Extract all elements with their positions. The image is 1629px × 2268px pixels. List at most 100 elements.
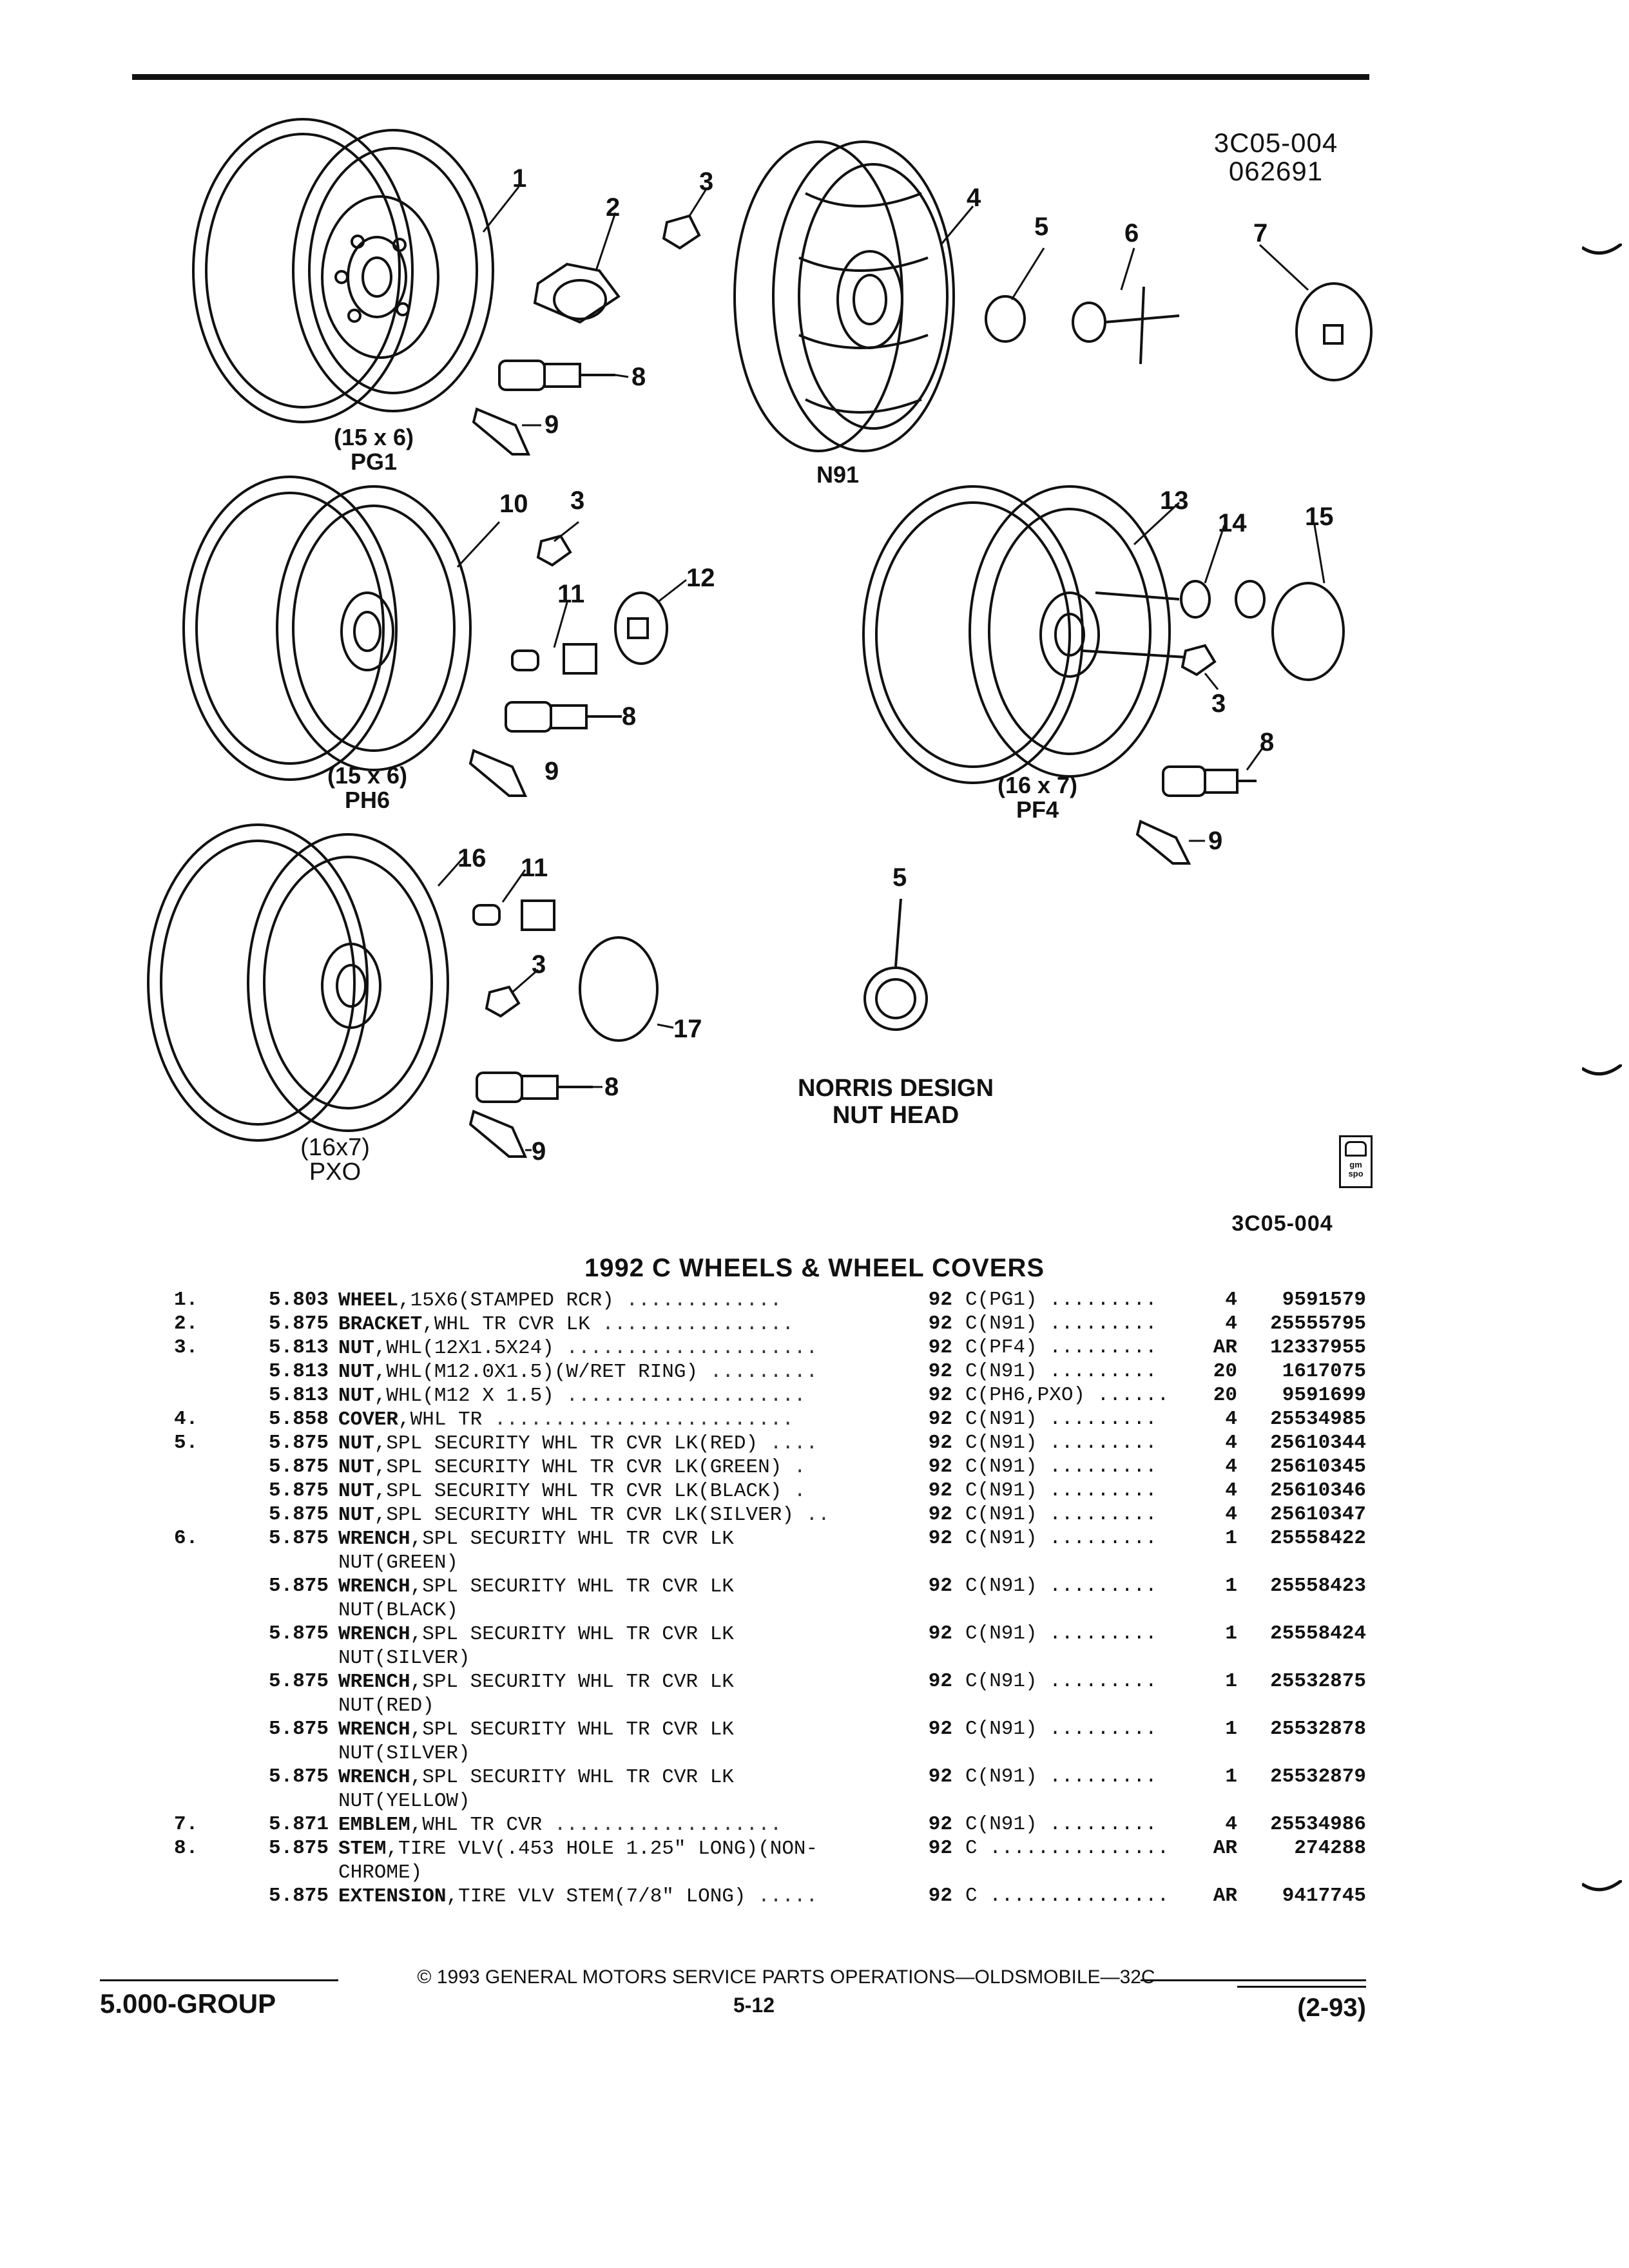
part-number: 25534985 <box>1270 1408 1366 1430</box>
part-number: 25532875 <box>1270 1670 1366 1693</box>
usage-code: C(N91) ......... <box>965 1360 1157 1383</box>
callout-8c: 8 <box>1260 728 1274 756</box>
callout-8: 8 <box>631 363 646 391</box>
model-year: 92 <box>928 1479 952 1502</box>
wheel-size: (16 x 7) <box>997 772 1078 798</box>
group-number: 5.875 <box>268 1670 329 1693</box>
callout-9d: 9 <box>532 1137 546 1166</box>
usage-code: C(N91) ......... <box>965 1527 1157 1550</box>
usage-code: C(N91) ......... <box>965 1503 1157 1526</box>
part-name: WRENCH <box>338 1718 410 1741</box>
wheel-caption-n91: N91 <box>799 463 876 487</box>
leader-dots: .. <box>793 1504 830 1526</box>
design-caption-line2: NUT HEAD <box>832 1102 959 1129</box>
usage-code: C(N91) ......... <box>965 1670 1157 1693</box>
part-number: 25534986 <box>1270 1813 1366 1836</box>
leader-dots: .... <box>758 1432 818 1455</box>
page-number: 5-12 <box>733 1994 775 2017</box>
part-detail: ,WHL(12X1.5X24) <box>374 1337 554 1360</box>
part-number: 25610346 <box>1270 1479 1366 1502</box>
model-year: 92 <box>928 1289 952 1311</box>
model-year: 92 <box>928 1575 952 1597</box>
group-number: 5.875 <box>268 1312 329 1335</box>
usage-code: C ............... <box>965 1885 1170 1907</box>
item-number: 5. <box>174 1432 198 1454</box>
usage-code: C(N91) ......... <box>965 1479 1157 1502</box>
model-year: 92 <box>928 1837 952 1860</box>
part-detail: ,SPL SECURITY WHL TR CVR LK <box>410 1718 734 1741</box>
part-description: NUT,SPL SECURITY WHL TR CVR LK(RED) .... <box>338 1432 1066 1456</box>
callout-8d: 8 <box>604 1073 619 1101</box>
part-detail: ,TIRE VLV(.453 HOLE 1.25" LONG)(NON- <box>386 1838 818 1860</box>
part-detail: ,SPL SECURITY WHL TR CVR LK <box>410 1766 734 1789</box>
leader-dots: ................... <box>542 1814 782 1836</box>
usage-code: C(N91) ......... <box>965 1718 1157 1740</box>
group-number: 5.813 <box>268 1336 329 1359</box>
part-description: EMBLEM,WHL TR CVR ................... <box>338 1813 1066 1837</box>
leader-dots: ..................... <box>554 1337 818 1360</box>
item-number: 8. <box>174 1837 198 1860</box>
leader-dots: ..... <box>746 1885 818 1908</box>
wheel-ph6-drawing <box>182 476 472 781</box>
part-description-cont: NUT(RED) <box>338 1695 434 1717</box>
group-number: 5.875 <box>268 1503 329 1526</box>
group-number: 5.875 <box>268 1575 329 1597</box>
nut-drawing <box>662 214 701 250</box>
part-number: 25558422 <box>1270 1527 1366 1550</box>
part-number: 25532879 <box>1270 1765 1366 1788</box>
part-name: WRENCH <box>338 1623 410 1646</box>
leader-dots: ............. <box>613 1289 782 1312</box>
part-name: EMBLEM <box>338 1814 410 1836</box>
part-detail: ,SPL SECURITY WHL TR CVR LK(SILVER) <box>374 1504 794 1526</box>
part-description: NUT,WHL(M12.0X1.5)(W/RET RING) ......... <box>338 1360 1066 1384</box>
usage-code: C(N91) ......... <box>965 1813 1157 1836</box>
leader-dots: ......... <box>698 1361 818 1383</box>
model-year: 92 <box>928 1456 952 1478</box>
callout-9: 9 <box>545 410 559 439</box>
callout-13: 13 <box>1160 486 1189 515</box>
wheel-caption-pf4: (16 x 7) PF4 <box>973 773 1102 822</box>
model-year: 92 <box>928 1622 952 1645</box>
model-year: 92 <box>928 1503 952 1526</box>
quantity: AR <box>1213 1336 1237 1359</box>
part-detail: ,SPL SECURITY WHL TR CVR LK(RED) <box>374 1432 758 1455</box>
part-name: EXTENSION <box>338 1885 447 1908</box>
callout-7: 7 <box>1253 219 1268 247</box>
part-description: BRACKET,WHL TR CVR LK ................ <box>338 1312 1066 1336</box>
part-number: 25555795 <box>1270 1312 1366 1335</box>
footer-rule-right <box>1141 1979 1366 1981</box>
leader-dots: ......................... <box>482 1408 794 1431</box>
footer-rule-group <box>1237 1986 1366 1988</box>
norris-nut-head-drawing <box>863 898 928 1031</box>
logo-text: gm spo <box>1348 1160 1364 1178</box>
copyright-text: © 1993 GENERAL MOTORS SERVICE PARTS OPER… <box>417 1966 1155 1988</box>
callout-14: 14 <box>1218 509 1247 537</box>
leader-dots: .................... <box>554 1385 806 1407</box>
wheel-pxo-drawing <box>147 823 449 1142</box>
quantity: 4 <box>1225 1289 1237 1311</box>
usage-code: C(N91) ......... <box>965 1575 1157 1597</box>
callout-5b: 5 <box>892 863 907 892</box>
usage-code: C(PG1) ......... <box>965 1289 1157 1311</box>
part-detail: ,15X6(STAMPED RCR) <box>398 1289 614 1312</box>
model-year: 92 <box>928 1765 952 1788</box>
part-description-cont: NUT(GREEN) <box>338 1552 459 1574</box>
quantity: 1 <box>1225 1718 1237 1740</box>
part-description: EXTENSION,TIRE VLV STEM(7/8" LONG) ..... <box>338 1885 1066 1908</box>
model-year: 92 <box>928 1813 952 1836</box>
group-label: 5.000-GROUP <box>100 1988 276 2019</box>
part-description: NUT,SPL SECURITY WHL TR CVR LK(SILVER) .… <box>338 1503 1066 1527</box>
callout-12: 12 <box>686 564 715 592</box>
